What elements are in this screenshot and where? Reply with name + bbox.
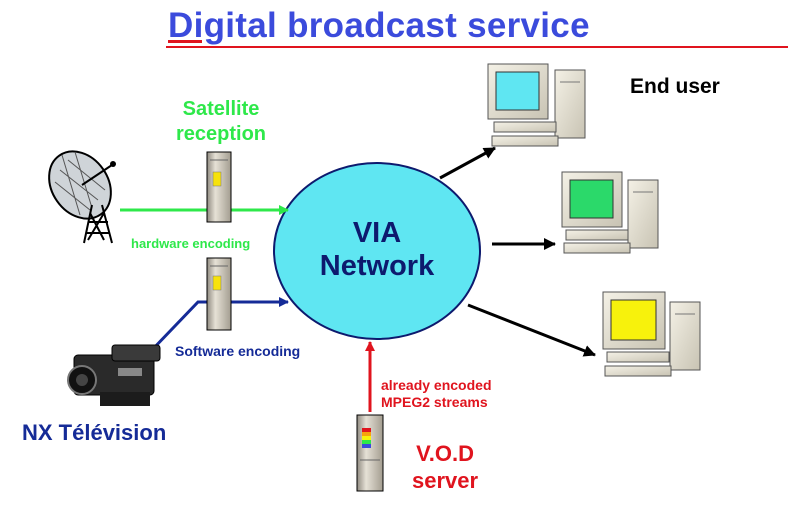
camcorder-icon (67, 344, 161, 406)
vod-label-line1: V.O.D (416, 441, 474, 466)
stream-label-line1: already encoded (381, 377, 492, 393)
title-rule (166, 46, 788, 48)
network-cloud (273, 162, 481, 340)
network-label-line2: Network (319, 250, 435, 282)
network-label-line1: VIA (352, 217, 402, 249)
source-label: NX Télévision (22, 420, 167, 445)
satellite-label-line2: reception (176, 123, 267, 145)
satellite-reception-label: Satellite reception (176, 97, 266, 147)
software-encoding-label: Software encoding (175, 343, 301, 359)
server-tower-icon (206, 257, 232, 331)
hardware-encoding-label: hardware encoding (131, 236, 251, 251)
title-underline-accent (168, 40, 202, 43)
desktop-computer-icon (561, 171, 659, 254)
vod-server-label: V.O.D server (412, 440, 478, 494)
vod-label-line2: server (412, 468, 479, 493)
page-title: Digital broadcast service (168, 6, 590, 45)
software-link-arrow (148, 297, 289, 354)
desktop-computer-icon (487, 63, 586, 147)
server-tower-icon (356, 414, 384, 492)
stream-label-line2: MPEG2 streams (381, 394, 488, 410)
network-label: VIA Network (277, 217, 477, 283)
end-user-arrow-top (439, 146, 496, 180)
satellite-label-line1: Satellite (182, 98, 260, 120)
satellite-dish-icon (48, 150, 116, 244)
end-user-label: End user (630, 75, 720, 98)
server-tower-icon (206, 151, 232, 223)
end-user-arrow-bottom (467, 303, 596, 357)
stream-label: already encoded MPEG2 streams (381, 377, 492, 411)
desktop-computer-icon (602, 291, 701, 377)
